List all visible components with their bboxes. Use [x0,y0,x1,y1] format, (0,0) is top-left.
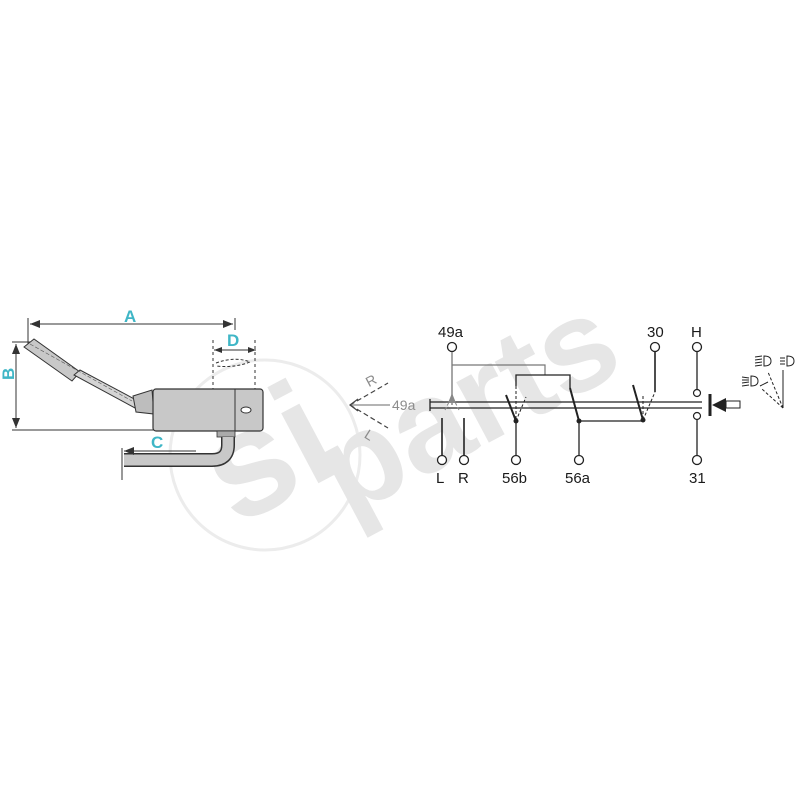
terminal-31 [691,454,703,466]
dimension-d-label: D [227,331,239,350]
switch-dimension-drawing: A B D [0,307,264,480]
terminal-h-label: H [691,324,702,341]
dimension-a-label: A [124,307,136,326]
high-beam-icon [780,355,795,367]
push-actuator [708,394,741,416]
low-beam-icon [754,355,772,367]
terminal-r-label: R [458,470,469,487]
terminal-30-label: 30 [647,324,664,341]
switch-body [152,388,264,438]
cable [124,437,234,466]
terminal-56b [510,454,522,466]
terminal-l [436,454,448,466]
terminal-56a [573,454,585,466]
dimension-b-label: B [0,368,18,380]
terminal-49a-label: 49a [438,324,464,341]
headlight-symbols [741,355,795,409]
indicator-49a-label: 49a [392,397,416,413]
terminal-30 [649,341,661,353]
terminal-r [458,454,470,466]
terminal-31-label: 31 [689,470,706,487]
dimension-c-label: C [151,433,163,452]
terminal-56a-label: 56a [565,470,591,487]
position-indicator [349,382,390,429]
terminal-h [691,341,703,353]
terminal-49a-top [446,341,458,353]
terminal-56b-label: 56b [502,470,527,487]
flash-beam-icon [741,375,759,387]
watermark-parts: parts [292,265,641,543]
terminal-l-label: L [436,470,444,487]
lever [23,338,155,415]
